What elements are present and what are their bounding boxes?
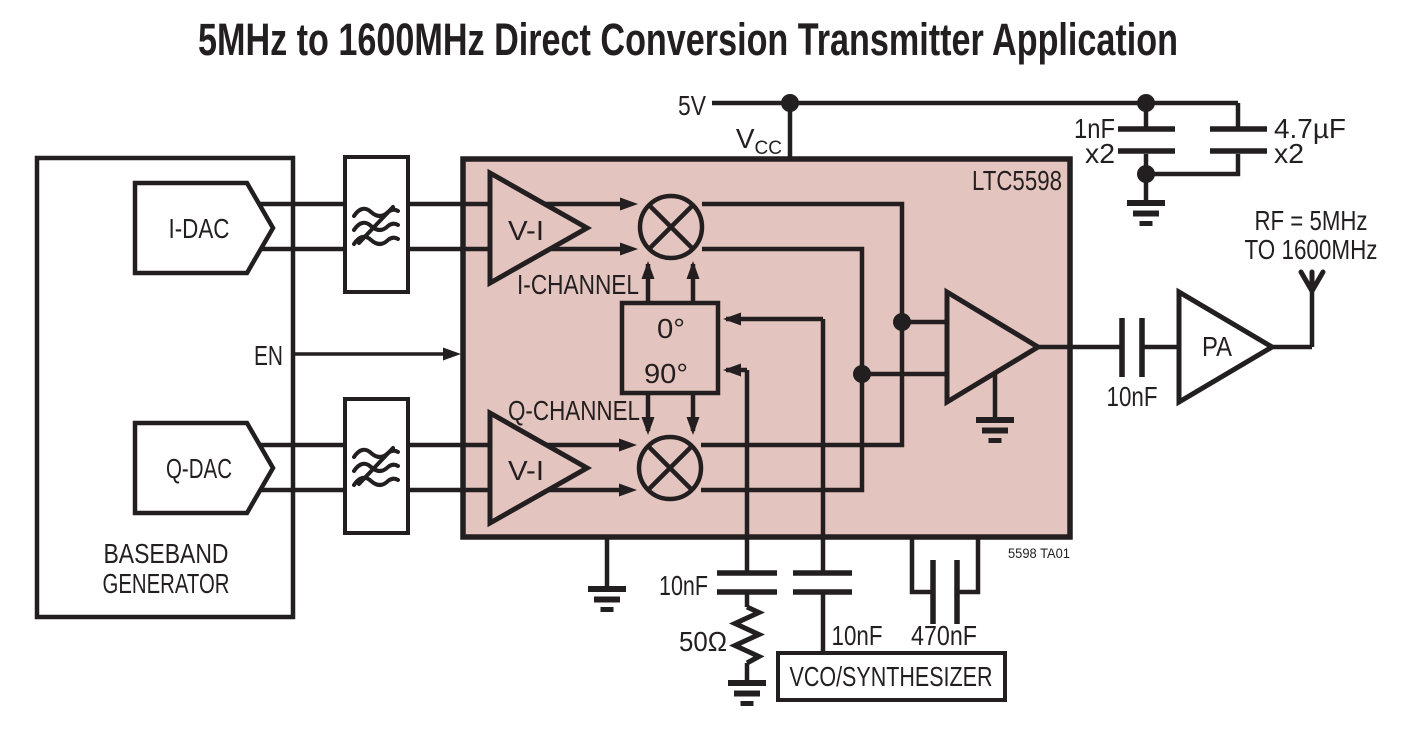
lo-bypass-470nF-icon [930,560,960,624]
supply-wires [712,100,1241,200]
pa-label: PA [1202,331,1232,362]
junction-dot [1137,165,1155,183]
baseband-generator-block [34,155,296,620]
capacitors [717,126,1267,624]
i-mixer-cross [647,203,695,251]
junction-dot [893,313,911,331]
arrowhead [619,483,637,497]
schematic-title: 5MHz to 1600MHz Direct Conversion Transm… [198,14,1178,65]
q-channel-label: Q-CHANNEL [508,395,640,426]
phase-90-label: 90° [644,358,688,389]
ground-icon [728,680,766,706]
arrowhead [723,363,741,377]
q-dac-label: Q-DAC [166,453,232,484]
junction-dot [1137,94,1155,112]
arrowhead [619,438,637,452]
vcc-main: V [736,123,755,154]
q-amp-to-mixer-wires [546,442,623,493]
q-mixer-cross [646,444,694,492]
i-dac-label: I-DAC [169,213,230,244]
q-vi-amp-label: V-I [508,455,544,486]
antenna-icon [1298,269,1326,294]
q-baseband-wires [260,442,490,493]
vcc-pin-label: VCC [736,123,782,159]
ic-body [460,156,1073,540]
arrowhead [641,261,655,279]
i-baseband-wires [260,201,490,252]
ltc5598-ic-block [460,156,1073,540]
figure-footnote: 5598 TA01 [1008,545,1070,561]
arrowheads [443,197,741,497]
vco-synthesizer-label: VCO/SYNTHESIZER [790,661,993,692]
i-vi-amp-label: V-I [508,215,544,246]
baseband-label-line1: BASEBAND [104,538,229,569]
lo-vco-cap-icon [793,570,852,595]
junction-dot [781,94,799,112]
bypass-cap-4u7-icon [1210,126,1267,154]
ic-part-number: LTC5598 [972,165,1062,196]
lo-term-res-label: 50Ω [679,626,727,657]
junction-dots [781,94,1155,383]
q-vi-amp-triangle [487,408,593,528]
i-mixer-icon [637,193,705,261]
output-amp-triangle [944,287,1043,407]
phase-0-label: 0° [657,313,685,344]
supply-voltage-label: 5V [678,90,706,121]
enable-arrowhead [443,347,461,361]
pa-amp-triangle [1176,287,1277,407]
output-coupling-cap-label: 10nF [1107,381,1158,412]
bypass-cap-1nF-icon [1118,126,1175,154]
vco-synthesizer-box [776,651,1007,702]
lo-term-cap-icon [717,570,777,595]
baseband-filters [343,155,410,535]
rf-output-wires [1038,291,1315,350]
arrowhead [620,197,638,211]
lo-vco-cap-label: 10nF [832,620,883,651]
output-coupling-cap-icon [1119,318,1145,377]
vcc-sub: CC [755,138,782,159]
lo-bypass-cap-label: 470nF [911,620,977,651]
i-channel-label: I-CHANNEL [517,269,639,300]
enable-label: EN [254,340,283,371]
bypass-cap-2-qty: x2 [1274,138,1304,169]
phase-shifter-box [619,300,721,396]
i-vi-amp-triangle [487,168,593,288]
lo-0deg-wire [726,316,826,653]
lo-phase-wires [645,264,696,431]
rf-range-line2: TO 1600MHz [1245,234,1378,265]
mixers [619,193,721,502]
ground-icon [1127,200,1165,226]
baseband-label-line2: GENERATOR [103,568,230,599]
bypass-cap-1-qty: x2 [1085,138,1115,169]
ground-icon [588,586,626,612]
term-resistor-icon [728,604,766,666]
arrowhead [620,242,638,256]
arrowhead [641,417,655,435]
arrowhead [686,261,700,279]
arrowhead [723,312,741,326]
i-amp-to-mixer-wires [545,201,624,252]
rf-range-line1: RF = 5MHz [1255,205,1368,236]
bypass-cap-1-label: 1nF [1074,113,1115,144]
lo-term-cap-label: 10nF [659,570,708,601]
ic-internals [487,168,1043,528]
q-mixer-icon [636,434,704,502]
bypass-cap-2-label: 4.7µF [1274,113,1346,144]
arrowhead [686,417,700,435]
lo-bypass-cap-leads [909,537,981,595]
junction-dot [853,365,871,383]
